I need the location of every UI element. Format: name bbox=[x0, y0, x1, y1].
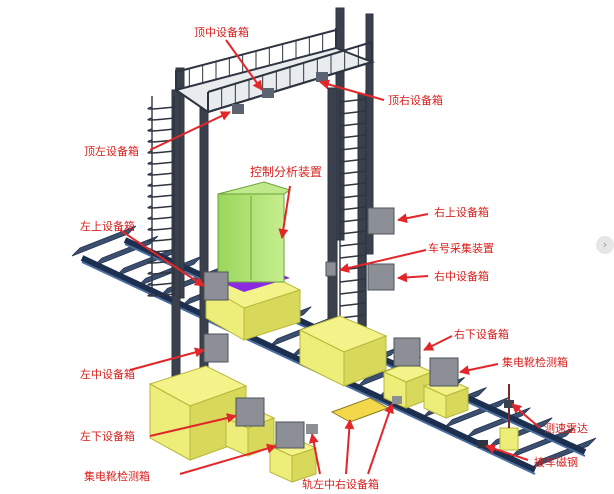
right-upper-box bbox=[367, 207, 395, 235]
right-middle-box bbox=[367, 263, 395, 291]
label-top-center-box: 顶中设备箱 bbox=[194, 26, 249, 39]
label-car-number-device: 车号采集装置 bbox=[428, 242, 494, 255]
device-boxes bbox=[203, 207, 459, 449]
right-post-base bbox=[298, 315, 388, 387]
right-lower-box bbox=[393, 337, 421, 367]
track-tie bbox=[509, 427, 575, 459]
speed-radar-base bbox=[499, 384, 519, 451]
label-left-upper-box: 左上设备箱 bbox=[80, 220, 135, 233]
speed-radar-head bbox=[504, 400, 514, 408]
label-control-unit: 控制分析装置 bbox=[250, 165, 323, 179]
left-middle-box bbox=[203, 333, 229, 363]
ladder-right bbox=[339, 90, 367, 326]
left-lower-box bbox=[235, 397, 265, 427]
label-right-upper-box: 右上设备箱 bbox=[434, 206, 489, 219]
left-upper-box bbox=[203, 271, 229, 301]
track-tie bbox=[466, 407, 531, 439]
car-magnet bbox=[478, 440, 488, 448]
top-left-box bbox=[232, 104, 244, 114]
collector-shoe-box-left bbox=[275, 421, 305, 449]
top-platform bbox=[173, 28, 376, 114]
label-collector-shoe-box-right: 集电靴检测箱 bbox=[502, 356, 568, 369]
chevron-right-icon[interactable]: › bbox=[596, 236, 614, 254]
label-left-middle-box: 左中设备箱 bbox=[80, 368, 135, 381]
label-top-left-box: 顶左设备箱 bbox=[84, 145, 139, 158]
control-unit-assembly bbox=[204, 181, 302, 341]
gantry-post-front-left bbox=[171, 89, 181, 391]
label-speed-radar: 测速雷达 bbox=[544, 422, 588, 435]
gantry-post-front-right bbox=[327, 87, 338, 329]
label-car-magnet: 接车磁钢 bbox=[534, 456, 578, 469]
top-right-box bbox=[316, 72, 328, 82]
top-boxes bbox=[232, 72, 328, 114]
label-collector-shoe-box-left: 集电靴检测箱 bbox=[84, 470, 150, 483]
callout-arrows bbox=[119, 39, 541, 475]
label-top-right-box: 顶右设备箱 bbox=[388, 94, 443, 107]
track-tie bbox=[71, 225, 137, 257]
car-number-device bbox=[325, 261, 337, 277]
label-left-lower-box: 左下设备箱 bbox=[80, 430, 135, 443]
track-tie bbox=[531, 437, 597, 469]
collector-shoe-box-right bbox=[429, 357, 459, 387]
label-right-lower-box: 右下设备箱 bbox=[454, 328, 509, 341]
ladder-left bbox=[147, 96, 175, 297]
top-center-box bbox=[262, 88, 274, 98]
label-right-middle-box: 右中设备箱 bbox=[434, 270, 489, 283]
label-rail-boxes: 轨左中右设备箱 bbox=[302, 478, 379, 491]
